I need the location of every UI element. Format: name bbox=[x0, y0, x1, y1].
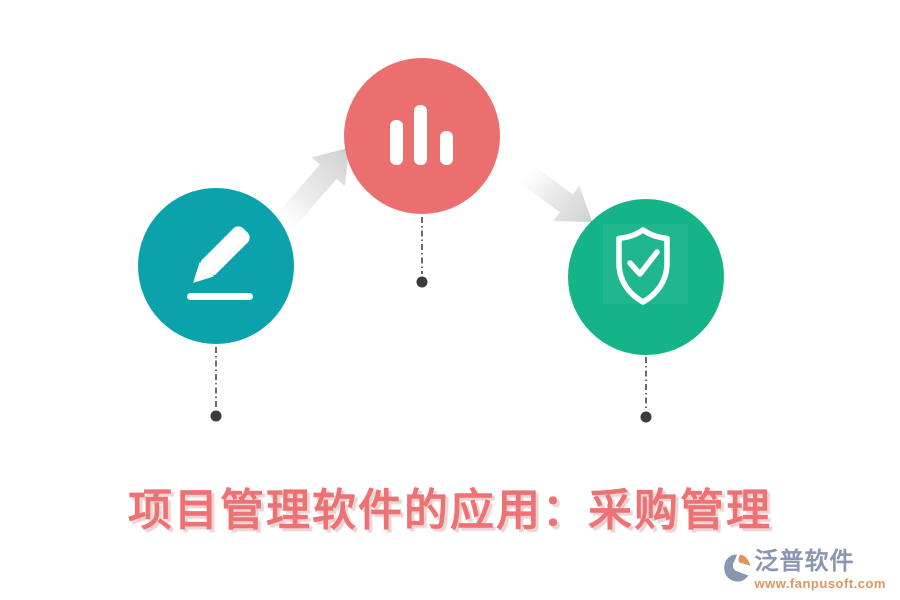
edit-step-node bbox=[138, 188, 294, 344]
edit-connector-dot bbox=[210, 410, 222, 422]
page-title: 项目管理软件的应用：采购管理 bbox=[128, 486, 772, 535]
brand-watermark: 泛普软件 www.fanpusoft.com bbox=[722, 550, 886, 590]
assurance-step-circle bbox=[568, 199, 724, 355]
arrow-down-right-icon bbox=[511, 159, 593, 223]
arrow-up-right-icon bbox=[265, 147, 350, 242]
bar-chart-icon bbox=[390, 105, 453, 165]
shield-check-icon bbox=[616, 227, 670, 305]
brand-url: www.fanpusoft.com bbox=[754, 576, 886, 591]
pencil-icon bbox=[187, 226, 253, 300]
analytics-step-node bbox=[344, 58, 500, 214]
assurance-connector-dot bbox=[640, 411, 652, 423]
fanpu-logo-icon bbox=[724, 554, 751, 582]
assurance-step-node bbox=[568, 199, 724, 355]
brand-name: 泛普软件 bbox=[754, 548, 855, 575]
analytics-connector-dot bbox=[416, 276, 428, 288]
